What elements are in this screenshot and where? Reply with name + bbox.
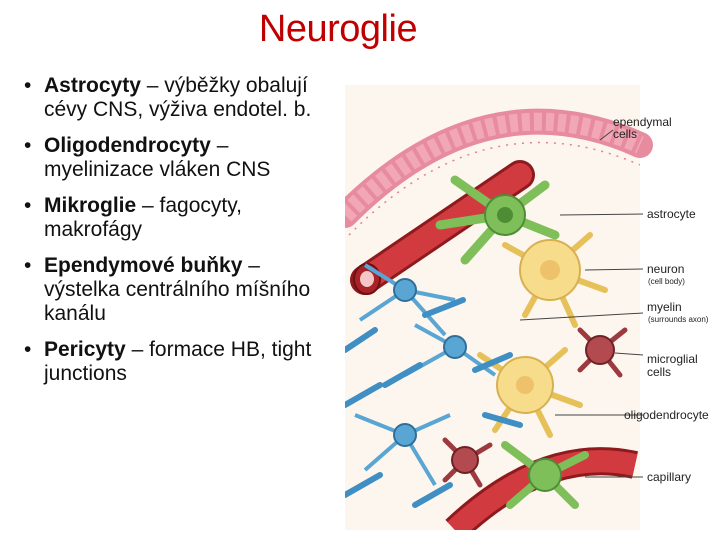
bullet-term: Oligodendrocyty bbox=[44, 134, 211, 157]
oligodendrocyte-cell bbox=[354, 413, 451, 487]
label-ependymal-cells: cells bbox=[613, 127, 637, 141]
myelin-sheaths bbox=[345, 297, 523, 508]
microglial-cell bbox=[577, 327, 628, 378]
bullet-term: Ependymové buňky bbox=[44, 254, 243, 277]
oligodendrocyte-cell bbox=[358, 263, 456, 337]
label-myelin-sub: (surrounds axon) bbox=[648, 315, 709, 324]
microglial-cell bbox=[442, 437, 493, 488]
bullet-pericyty: Pericyty – formace HB, tight junctions bbox=[20, 338, 320, 386]
bullet-desc: – výběžky obalují cévy CNS, výživa endot… bbox=[44, 74, 312, 121]
bullet-oligodendrocyty: Oligodendrocyty – myelinizace vláken CNS bbox=[20, 134, 320, 182]
astrocyte-cell bbox=[501, 441, 589, 509]
bullet-desc: – myelinizace vláken CNS bbox=[44, 134, 271, 181]
bullet-desc: – fagocyty, makrofágy bbox=[44, 194, 243, 241]
label-neuron: neuron bbox=[647, 262, 684, 276]
ependymal-cells bbox=[345, 108, 653, 236]
neuroglia-illustration: ependymal cells astrocyte neuron (cell b… bbox=[345, 85, 715, 530]
label-microglial-cells: cells bbox=[647, 365, 671, 379]
bullet-desc: – výstelka centrálního míšního kanálu bbox=[44, 254, 311, 325]
astrocyte-cell bbox=[435, 175, 560, 265]
bullet-ependymove-bunky: Ependymové buňky – výstelka centrálního … bbox=[20, 254, 320, 326]
bullet-astrocyty: Astrocyty – výběžky obalují cévy CNS, vý… bbox=[20, 74, 320, 122]
page-title: Neuroglie bbox=[258, 8, 418, 50]
bullet-term: Pericyty bbox=[44, 338, 126, 361]
label-neuron-sub: (cell body) bbox=[648, 277, 685, 286]
label-oligodendrocyte: oligodendrocyte bbox=[624, 408, 709, 422]
label-microglial: microglial bbox=[647, 352, 698, 366]
bullet-term: Mikroglie bbox=[44, 194, 137, 217]
bullet-desc: – formace HB, tight junctions bbox=[44, 338, 312, 385]
oligodendrocyte-cell bbox=[404, 323, 497, 377]
neuron-cell bbox=[502, 232, 608, 328]
bullet-term: Astrocyty bbox=[44, 74, 141, 97]
label-myelin: myelin bbox=[647, 300, 682, 314]
label-capillary: capillary bbox=[647, 470, 691, 484]
neuron-cell bbox=[477, 347, 583, 438]
leader-lines bbox=[519, 129, 644, 478]
bullet-mikroglie: Mikroglie – fagocyty, makrofágy bbox=[20, 194, 320, 242]
label-astrocyte: astrocyte bbox=[647, 207, 696, 221]
label-ependymal: ependymal bbox=[613, 115, 672, 129]
bullet-list: Astrocyty – výběžky obalují cévy CNS, vý… bbox=[20, 74, 320, 398]
